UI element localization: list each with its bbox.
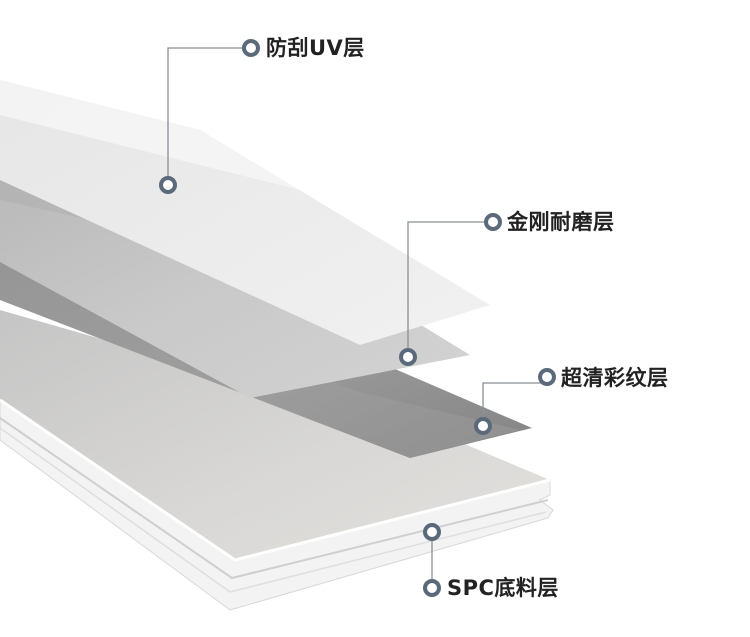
uv-layer-label: 防刮UV层 bbox=[266, 36, 365, 60]
decor-label-marker bbox=[538, 368, 556, 386]
base-layer-marker bbox=[423, 523, 441, 541]
uv-label-marker bbox=[242, 39, 260, 57]
base-layer-label: SPC底料层 bbox=[447, 576, 559, 600]
base-label-marker bbox=[423, 579, 441, 597]
base-layer-rim bbox=[0, 398, 551, 562]
wear-layer-label: 金刚耐磨层 bbox=[507, 210, 615, 234]
base-layer-groove bbox=[0, 427, 547, 593]
wear-leader-line bbox=[407, 221, 488, 357]
base-layer-groove bbox=[0, 417, 549, 580]
base-layer-top bbox=[0, 310, 550, 560]
decor-layer-marker bbox=[474, 417, 492, 435]
uv-leader-line bbox=[167, 47, 243, 185]
uv-layer-sheen bbox=[0, 80, 300, 190]
wear-label-marker bbox=[484, 213, 502, 231]
uv-layer-marker bbox=[159, 176, 177, 194]
uv-layer bbox=[0, 80, 490, 345]
decor-leader-line bbox=[482, 382, 543, 426]
wear-layer-marker bbox=[399, 348, 417, 366]
decor-layer-label: 超清彩纹层 bbox=[561, 366, 669, 390]
